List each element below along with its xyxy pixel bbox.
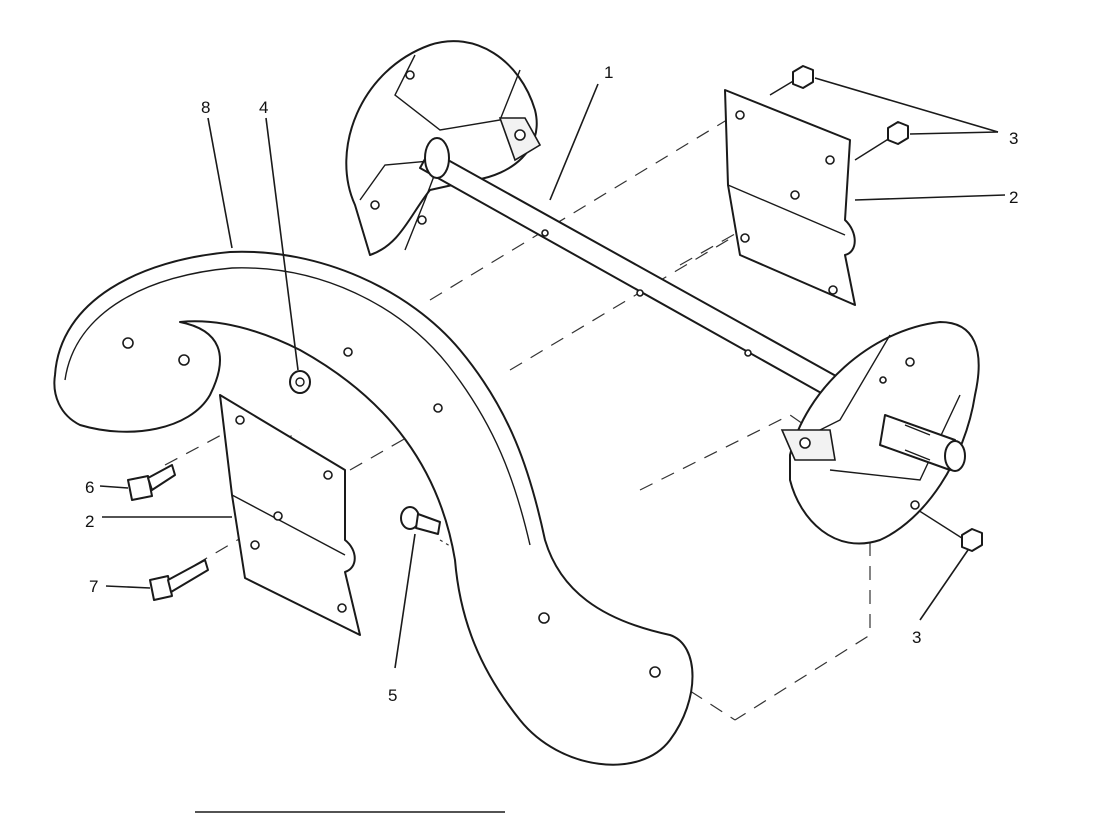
callout-8: 8 [201,98,210,117]
paddle-lower-left [219,394,361,636]
shaft-splined-end [879,414,966,472]
callout-labels: 1 2 3 3 4 8 5 6 2 7 [85,63,1018,705]
hex-bolt-long [149,559,209,601]
right-impeller-rotor [780,321,980,545]
callout-6: 6 [85,478,94,497]
carriage-bolt [400,506,441,535]
impeller-blade [53,250,694,766]
hex-bolt-short [127,464,176,501]
callout-4: 4 [259,98,268,117]
paddle-top-right [724,89,856,306]
spacer [289,370,311,394]
callout-2-left: 2 [85,512,94,531]
callout-3-top: 3 [1009,129,1018,148]
callout-2-top: 2 [1009,188,1018,207]
hex-nuts [792,65,983,552]
callout-7: 7 [89,577,98,596]
callout-1: 1 [604,63,613,82]
callout-3-bottom: 3 [912,628,921,647]
leader-lines [99,77,1006,669]
callout-5: 5 [388,686,397,705]
